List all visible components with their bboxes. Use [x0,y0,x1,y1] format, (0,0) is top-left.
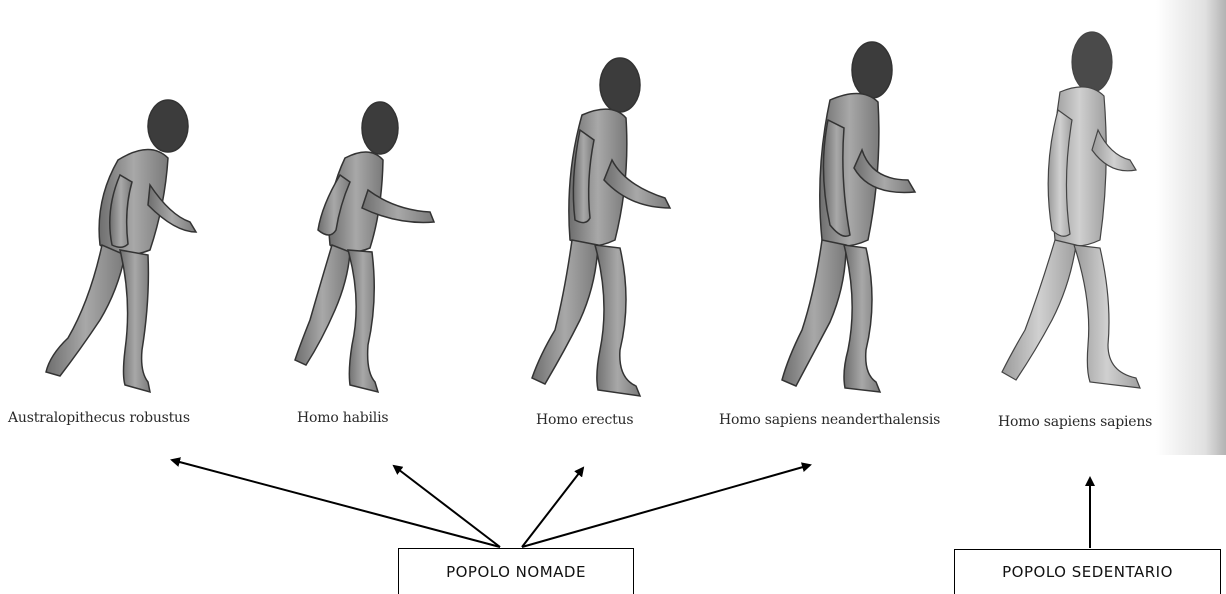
group-box-sedentary: POPOLO SEDENTARIO [954,549,1221,594]
group-label-nomad: POPOLO NOMADE [446,563,586,581]
figure-habilis [295,102,434,392]
arrow-to-erectus [522,468,583,547]
figure-erectus [532,58,670,396]
figure-sapiens [1002,32,1140,388]
arrow-to-habilis [394,466,500,547]
label-sapiens: Homo sapiens sapiens [998,414,1152,430]
nomad-arrows [172,460,810,547]
group-label-sedentary: POPOLO SEDENTARIO [1002,563,1173,581]
label-erectus: Homo erectus [536,412,633,428]
arrow-to-neanderthalensis [522,465,810,547]
page-edge-shadow [1156,0,1226,455]
label-australopithecus: Australopithecus robustus [8,410,190,426]
figure-australopithecus [46,100,196,392]
figure-neanderthalensis [782,42,915,392]
arrow-to-australopithecus [172,460,500,547]
label-neanderthalensis: Homo sapiens neanderthalensis [719,412,940,428]
label-habilis: Homo habilis [297,410,388,426]
group-box-nomad: POPOLO NOMADE [398,548,634,594]
